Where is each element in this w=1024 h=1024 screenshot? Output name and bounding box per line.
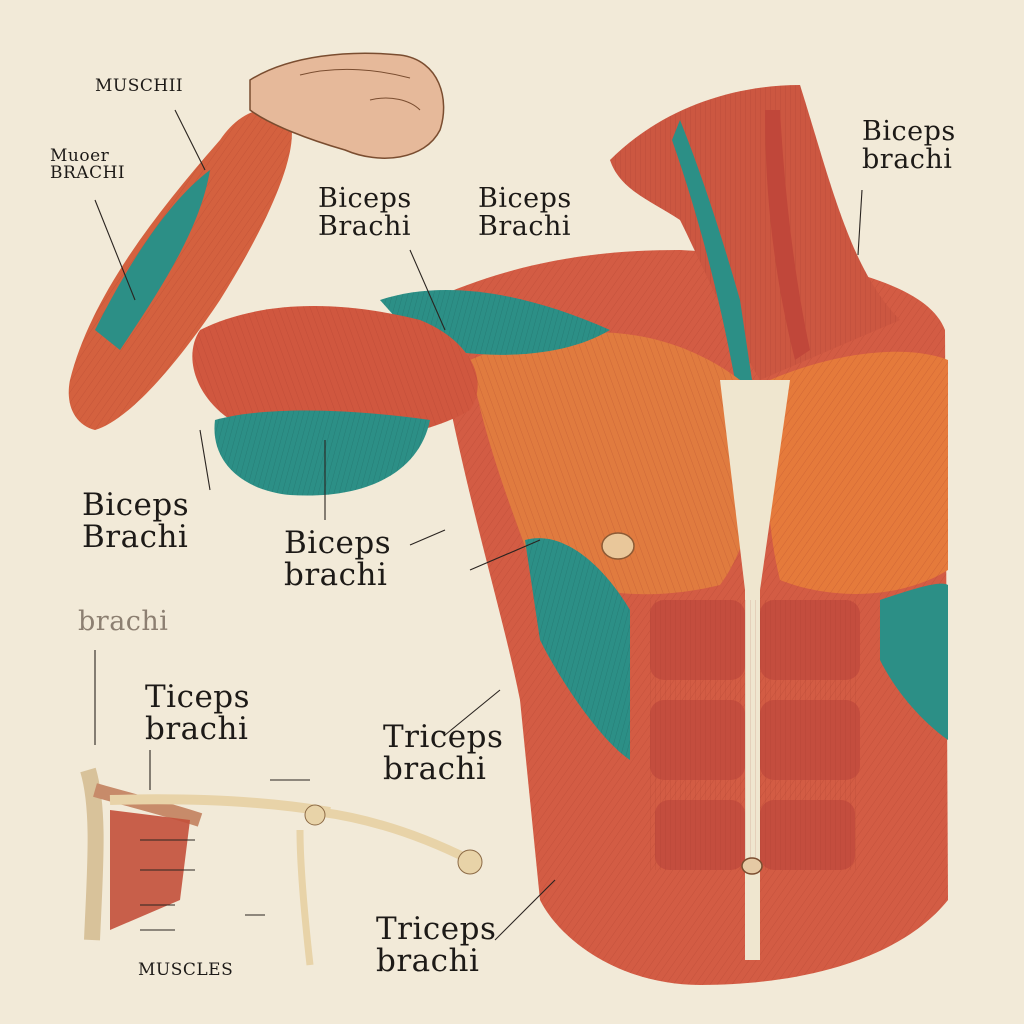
label-line-1: Ticeps bbox=[145, 679, 251, 715]
forearm bbox=[68, 109, 292, 430]
label-line-2: Brachi bbox=[478, 210, 571, 242]
label-line-1: Muoer bbox=[50, 146, 110, 166]
label-line-2: brachi bbox=[376, 942, 480, 979]
label-brachi-faded: brachi bbox=[78, 608, 168, 636]
label-triceps-brachi-center: Triceps brachi bbox=[383, 719, 504, 787]
leader-lines bbox=[94, 109, 863, 941]
label-line-1: Biceps bbox=[284, 525, 392, 561]
serratus-right bbox=[880, 583, 948, 740]
label-text: MUSCLES bbox=[138, 960, 234, 980]
label-muoer-brachi: Muoer BRACHI bbox=[50, 146, 126, 184]
label-muschii: MUSCHII bbox=[95, 76, 184, 96]
label-line-2: brachi bbox=[862, 143, 953, 175]
label-line-2: Brachi bbox=[82, 518, 189, 555]
label-line-1: Biceps bbox=[478, 183, 572, 214]
neck bbox=[610, 85, 900, 380]
fist bbox=[249, 52, 445, 159]
label-biceps-brachi-1: Biceps Brachi bbox=[318, 185, 412, 240]
label-text: MUSCHII bbox=[95, 76, 184, 96]
label-line-2: brachi bbox=[383, 750, 487, 787]
label-triceps-brachi-bottom: Triceps brachi bbox=[376, 911, 497, 979]
label-line-1: Biceps bbox=[318, 183, 412, 214]
label-line-1: Biceps bbox=[82, 487, 190, 523]
label-line-2: BRACHI bbox=[50, 163, 126, 184]
abdominals bbox=[650, 600, 860, 875]
label-biceps-brachi-left: Biceps Brachi bbox=[82, 487, 190, 555]
label-line-1: Triceps bbox=[376, 911, 497, 947]
label-line-2: brachi bbox=[145, 710, 249, 747]
label-line-2: Brachi bbox=[318, 210, 411, 242]
label-ticeps-brachi: Ticeps brachi bbox=[145, 679, 251, 747]
label-line-1: Triceps bbox=[383, 719, 504, 755]
chest bbox=[470, 332, 948, 595]
label-line-1: Biceps bbox=[862, 116, 956, 147]
label-text: brachi bbox=[78, 606, 169, 637]
label-muscles: MUSCLES bbox=[138, 960, 234, 980]
upper-arm bbox=[192, 306, 478, 496]
label-line-2: brachi bbox=[284, 556, 388, 593]
label-biceps-brachi-center: Biceps brachi bbox=[284, 525, 392, 593]
label-biceps-brachi-top-right: Biceps brachi bbox=[862, 118, 956, 173]
label-biceps-brachi-2: Biceps Brachi bbox=[478, 185, 572, 240]
